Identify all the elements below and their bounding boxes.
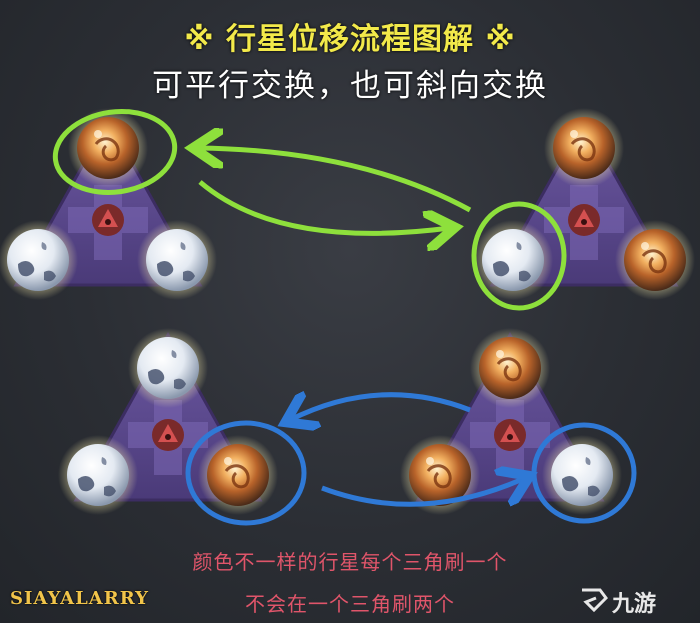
blue-arrow-to-right	[321, 478, 525, 507]
moon-planet-top-left-b	[137, 220, 217, 300]
green-arrow-to-right	[198, 180, 450, 233]
moon-planet-bottom-right	[542, 435, 622, 515]
green-arrow-to-left	[198, 148, 472, 213]
caption-line-2: 不会在一个三角刷两个	[245, 592, 455, 616]
fire-planet-bottom-left	[196, 433, 280, 517]
blue-marker-circle-1	[185, 420, 307, 526]
caption-line-1: 颜色不一样的行星每个三角刷一个	[192, 550, 508, 574]
blue-arrow-to-left	[290, 395, 471, 420]
fire-planet-bottom-right-top	[468, 326, 552, 410]
fire-planet-top-right	[542, 106, 626, 190]
moon-planet-top-left-a	[0, 220, 78, 300]
watermark-logo-left: SIAYALARRY	[10, 588, 149, 609]
fire-planet-top-right-b	[613, 218, 697, 302]
watermark-logo-right: 九游	[612, 592, 657, 617]
diagram-subtitle: 可平行交换，也可斜向交换	[152, 68, 548, 104]
diagram-title: ※ 行星位移流程图解 ※	[184, 22, 516, 57]
green-marker-circle-2	[471, 201, 567, 311]
moon-planet-bottom-left-top	[128, 328, 208, 408]
jiuyou-logo-icon	[582, 588, 608, 613]
green-marker-circle-1	[52, 109, 178, 195]
moon-planet-bottom-left-a	[58, 435, 138, 515]
